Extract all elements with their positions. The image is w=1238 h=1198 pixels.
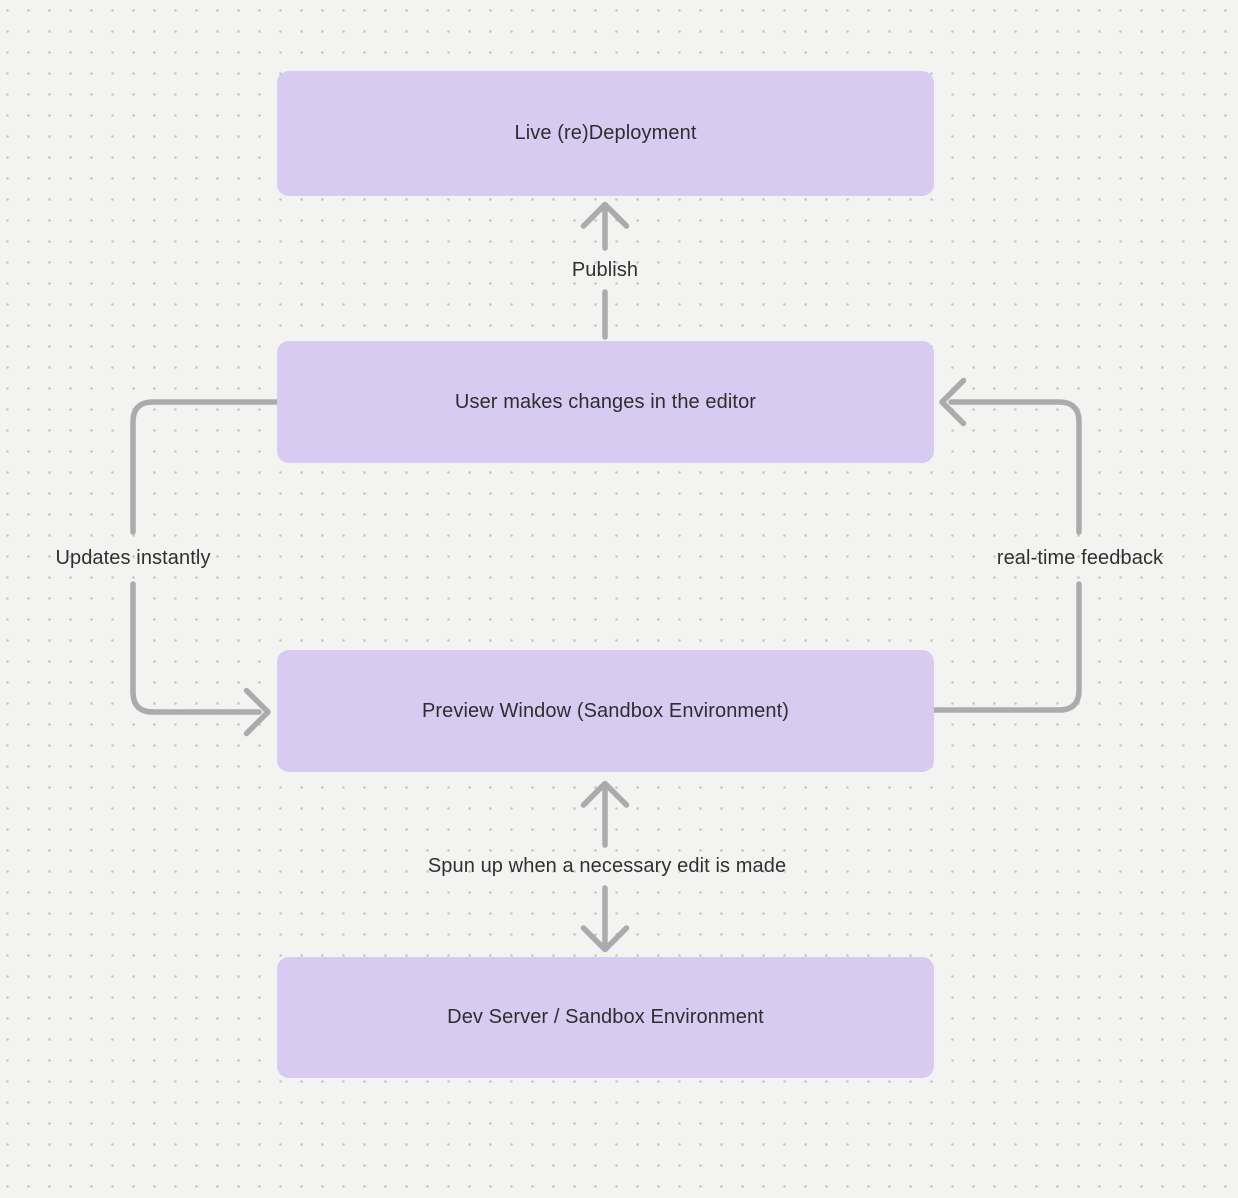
node-user-editor[interactable]: User makes changes in the editor xyxy=(277,341,934,463)
node-label: User makes changes in the editor xyxy=(454,390,757,413)
arrow-right-head xyxy=(243,687,271,737)
arrow-up-head xyxy=(580,201,630,229)
edge-label-publish: Publish xyxy=(571,258,639,281)
arrow-up-head xyxy=(580,780,630,808)
arrow-down-head xyxy=(580,925,630,953)
edge-label-spun-up: Spun up when a necessary edit is made xyxy=(427,854,787,877)
arrow-segment xyxy=(948,399,1082,535)
edge-label-updates-instantly: Updates instantly xyxy=(55,546,211,569)
node-preview-window[interactable]: Preview Window (Sandbox Environment) xyxy=(277,650,934,772)
edge-label-real-time-feedback: real-time feedback xyxy=(996,546,1164,569)
node-live-redeployment[interactable]: Live (re)Deployment xyxy=(277,71,934,196)
node-label: Preview Window (Sandbox Environment) xyxy=(421,699,790,722)
arrow-segment xyxy=(931,581,1082,713)
arrow-left-head xyxy=(939,377,967,427)
node-label: Dev Server / Sandbox Environment xyxy=(447,1006,764,1028)
node-label: Live (re)Deployment xyxy=(514,122,697,144)
arrow-segment xyxy=(130,399,280,535)
node-dev-server[interactable]: Dev Server / Sandbox Environment xyxy=(277,957,934,1078)
arrow-segment xyxy=(130,581,262,715)
